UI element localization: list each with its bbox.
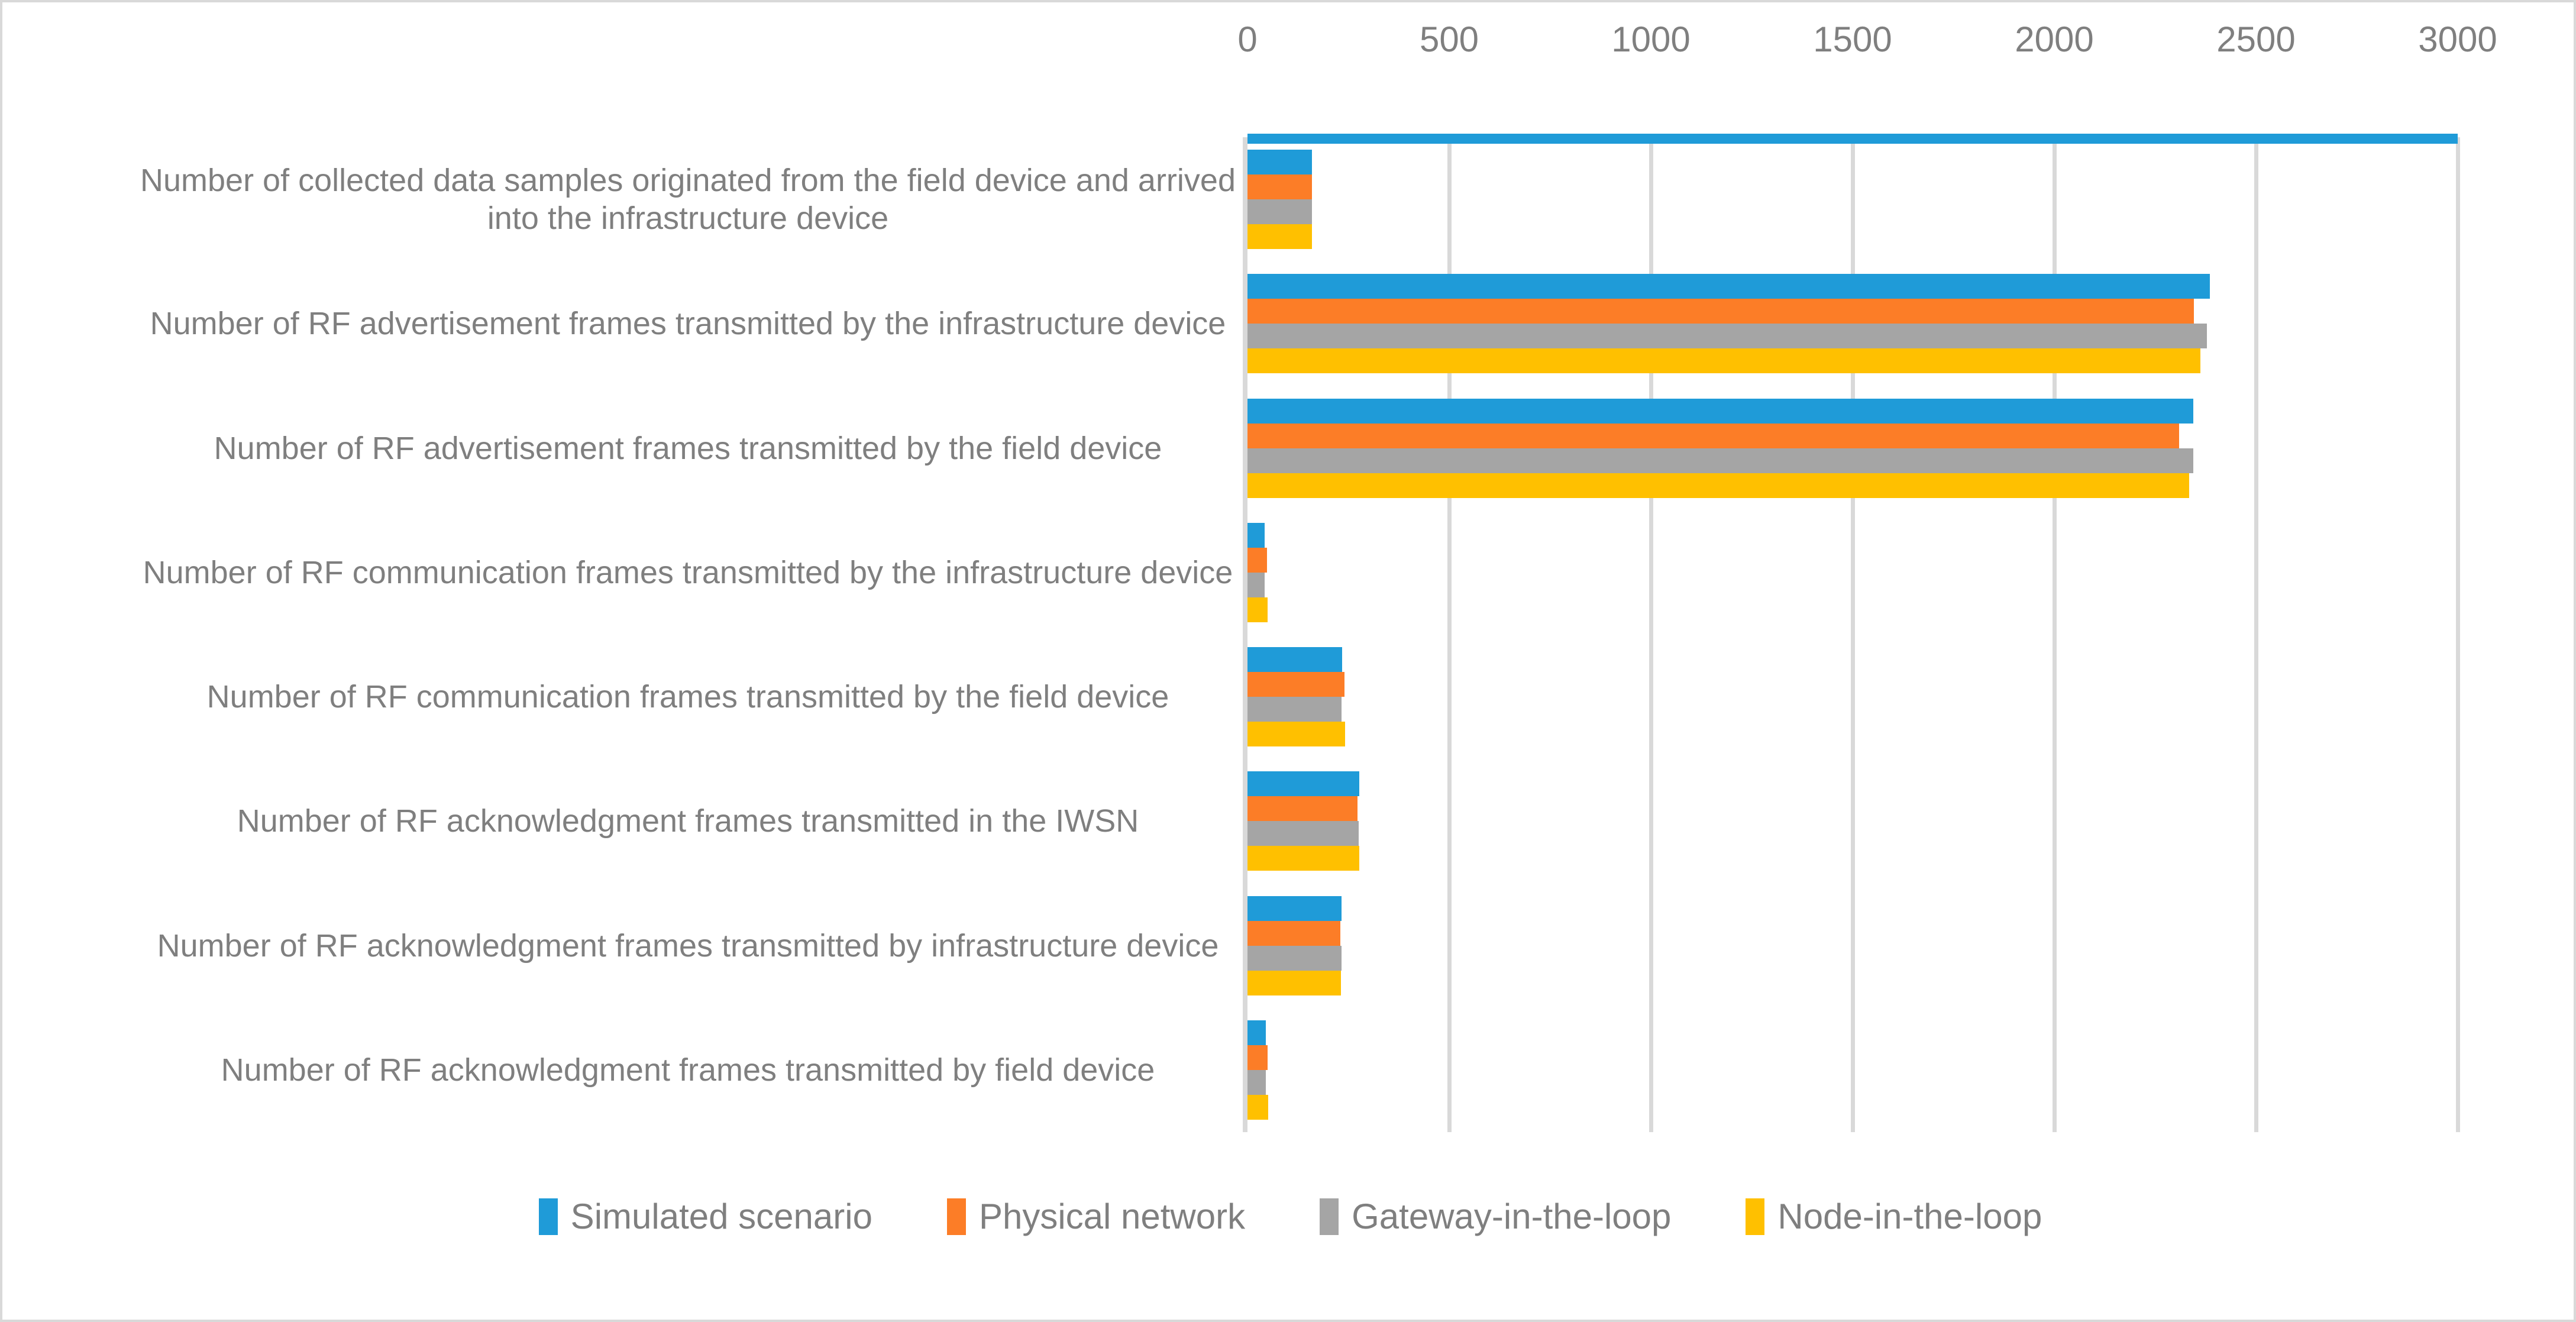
gridline-2500 — [2254, 137, 2258, 1132]
x-tick-2000: 2000 — [2015, 20, 2094, 59]
bar-group — [1247, 522, 1268, 622]
bar-0[interactable] — [1247, 1020, 1266, 1045]
gridline-1000 — [1649, 137, 1653, 1132]
x-tick-1500: 1500 — [1813, 20, 1892, 59]
category-label: Number of RF advertisement frames transm… — [150, 306, 1226, 342]
category-label: Number of RF advertisement frames transm… — [214, 430, 1162, 466]
bar-0[interactable] — [1247, 150, 1313, 175]
bar-group — [1247, 1020, 1269, 1120]
x-tick-0: 0 — [1237, 20, 1258, 59]
bar-1[interactable] — [1247, 1045, 1268, 1070]
legend-item-2[interactable]: Gateway-in-the-loop — [1320, 1196, 1671, 1237]
bar-1[interactable] — [1247, 174, 1313, 200]
bar-group — [1247, 398, 2194, 498]
bar-1[interactable] — [1247, 547, 1267, 573]
bar-3[interactable] — [1247, 1094, 1269, 1120]
bar-3[interactable] — [1247, 597, 1268, 622]
bar-2[interactable] — [1247, 572, 1265, 597]
legend-swatch-icon — [946, 1198, 966, 1235]
bar-3[interactable] — [1247, 224, 1313, 250]
bar-1[interactable] — [1247, 920, 1340, 946]
category-label: Number of RF acknowledgment frames trans… — [237, 803, 1139, 839]
bar-2[interactable] — [1247, 945, 1342, 971]
legend-swatch-icon — [1320, 1198, 1339, 1235]
plot-top-rule — [1247, 134, 2458, 144]
bar-0[interactable] — [1247, 274, 2210, 299]
gridline-1500 — [1851, 137, 1855, 1132]
category-row: Number of RF communication frames transm… — [2, 635, 2574, 759]
gridline-3000 — [2456, 137, 2460, 1132]
bar-2[interactable] — [1247, 697, 1342, 722]
legend-item-3[interactable]: Node-in-the-loop — [1746, 1196, 2042, 1237]
x-tick-1000: 1000 — [1611, 20, 1691, 59]
category-row: Number of collected data samples origina… — [2, 137, 2574, 261]
gridline-2000 — [2053, 137, 2057, 1132]
category-row: Number of RF advertisement frames transm… — [2, 261, 2574, 386]
bar-1[interactable] — [1247, 423, 2180, 448]
bar-group — [1247, 274, 2210, 374]
bar-3[interactable] — [1247, 722, 1346, 747]
bar-0[interactable] — [1247, 522, 1265, 548]
legend-item-1[interactable]: Physical network — [946, 1196, 1246, 1237]
x-tick-2500: 2500 — [2216, 20, 2296, 59]
legend-label: Physical network — [978, 1197, 1246, 1236]
category-label: Number of RF communication frames transm… — [143, 554, 1233, 590]
bar-2[interactable] — [1247, 324, 2207, 349]
category-row: Number of RF acknowledgment frames trans… — [2, 884, 2574, 1008]
bar-2[interactable] — [1247, 199, 1313, 225]
gridline-500 — [1447, 137, 1452, 1132]
bar-0[interactable] — [1247, 896, 1342, 921]
bar-2[interactable] — [1247, 448, 2194, 473]
bar-3[interactable] — [1247, 970, 1342, 995]
legend-swatch-icon — [538, 1198, 558, 1235]
legend-swatch-icon — [1746, 1198, 1765, 1235]
plot-area — [1247, 137, 2460, 1132]
bar-group — [1247, 771, 1359, 871]
bar-3[interactable] — [1247, 348, 2200, 374]
chart-legend: Simulated scenario Physical network Gatewa… — [2, 1196, 2574, 1237]
category-label: Number of RF communication frames transm… — [206, 679, 1169, 715]
category-row: Number of RF advertisement frames transm… — [2, 386, 2574, 510]
legend-label: Gateway-in-the-loop — [1352, 1197, 1672, 1236]
bar-1[interactable] — [1247, 299, 2194, 324]
category-label: Number of RF acknowledgment frames trans… — [157, 927, 1219, 964]
category-label: Number of RF acknowledgment frames trans… — [221, 1052, 1155, 1088]
category-row: Number of RF communication frames transm… — [2, 510, 2574, 635]
legend-label: Node-in-the-loop — [1777, 1197, 2042, 1236]
bar-3[interactable] — [1247, 846, 1359, 871]
bar-group — [1247, 896, 1342, 995]
bar-group — [1247, 150, 1313, 250]
category-row: Number of RF acknowledgment frames trans… — [2, 759, 2574, 883]
category-label: Number of collected data samples origina… — [140, 163, 1236, 237]
bar-0[interactable] — [1247, 398, 2194, 424]
x-tick-500: 500 — [1419, 20, 1479, 59]
x-axis-tick-labels: 0 500 1000 1500 2000 2500 3000 — [2, 19, 2574, 60]
bar-2[interactable] — [1247, 1069, 1266, 1095]
bar-0[interactable] — [1247, 647, 1343, 673]
bar-3[interactable] — [1247, 473, 2190, 498]
value-axis-line — [1243, 137, 1247, 1132]
bar-2[interactable] — [1247, 821, 1359, 846]
bar-1[interactable] — [1247, 796, 1358, 822]
bar-1[interactable] — [1247, 672, 1344, 697]
legend-label: Simulated scenario — [570, 1197, 872, 1236]
legend-item-0[interactable]: Simulated scenario — [538, 1196, 872, 1237]
bar-0[interactable] — [1247, 771, 1359, 797]
category-row: Number of RF acknowledgment frames trans… — [2, 1008, 2574, 1132]
x-tick-3000: 3000 — [2418, 20, 2497, 59]
bar-group — [1247, 647, 1346, 747]
